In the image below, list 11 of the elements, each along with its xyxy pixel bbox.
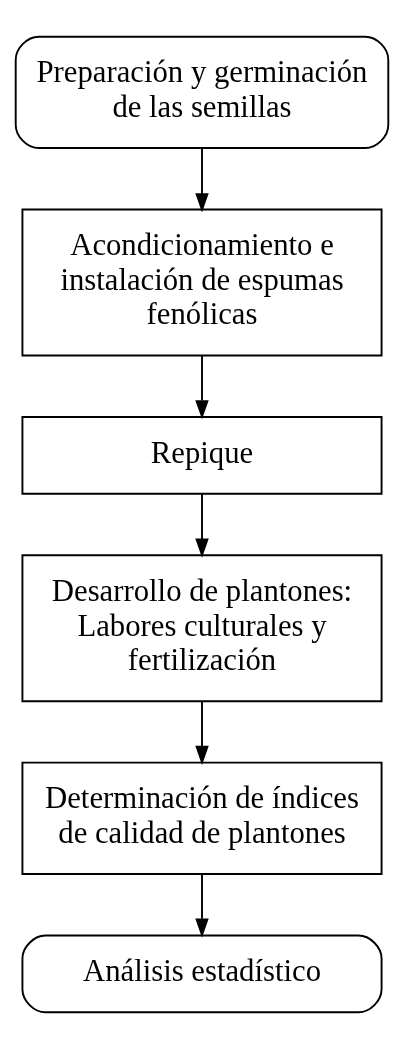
node-box: Desarrollo de plantones: Labores culturales y fertilización xyxy=(21,554,383,703)
arrow xyxy=(195,493,209,558)
node-box: Determinación de índices de calidad de plantones xyxy=(21,761,383,875)
arrow xyxy=(195,354,209,420)
node-box: Repique xyxy=(21,416,383,495)
node-box: Análisis estadístico xyxy=(21,934,383,1014)
arrow xyxy=(195,873,209,938)
node-box: Preparación y germinación de las semillas xyxy=(14,35,390,150)
arrow xyxy=(195,700,209,766)
node-box: Acondicionamiento e instalación de espumas fenólicas xyxy=(21,208,383,357)
arrow xyxy=(195,147,209,213)
